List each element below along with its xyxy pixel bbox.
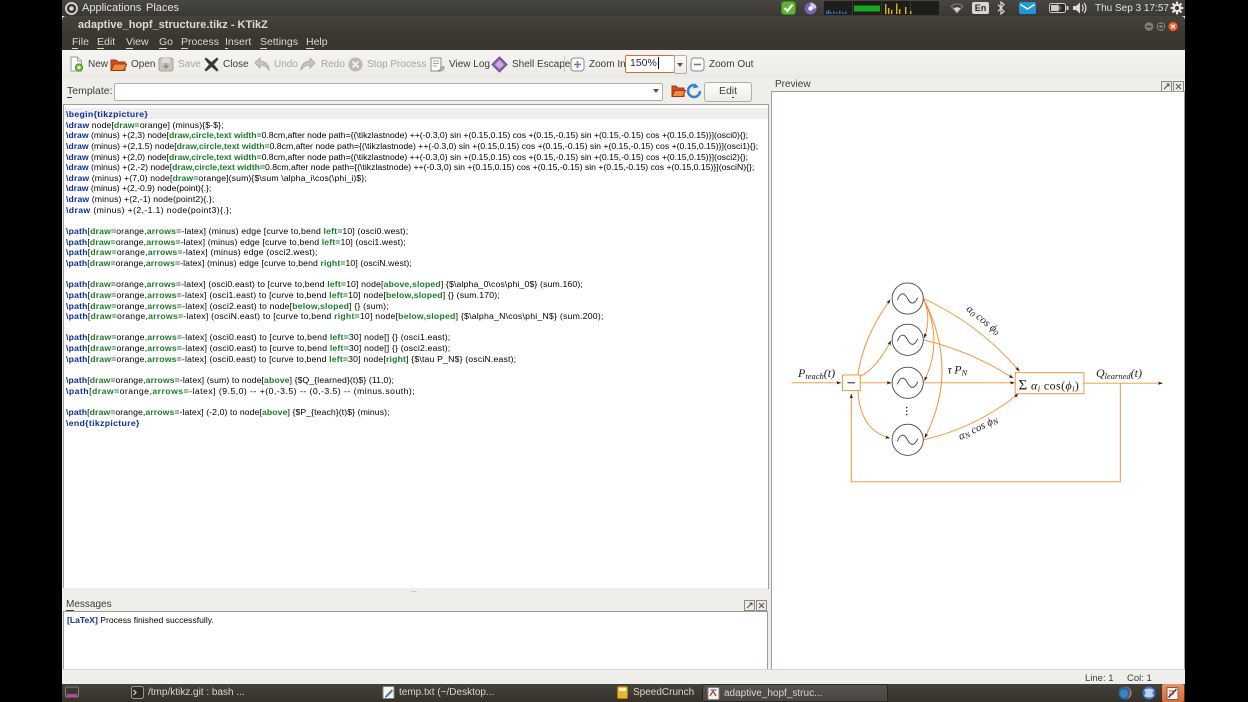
svg-text:Qlearned(t): Qlearned(t): [1096, 366, 1142, 381]
svg-text:αN cos ϕN: αN cos ϕN: [957, 413, 1001, 443]
svg-text:Pteach(t): Pteach(t): [797, 366, 835, 381]
svg-text:τ PN: τ PN: [948, 363, 969, 378]
svg-text:α0 cos ϕ0: α0 cos ϕ0: [964, 303, 1003, 338]
svg-text:Σ αi cos(ϕi): Σ αi cos(ϕi): [1019, 378, 1080, 394]
